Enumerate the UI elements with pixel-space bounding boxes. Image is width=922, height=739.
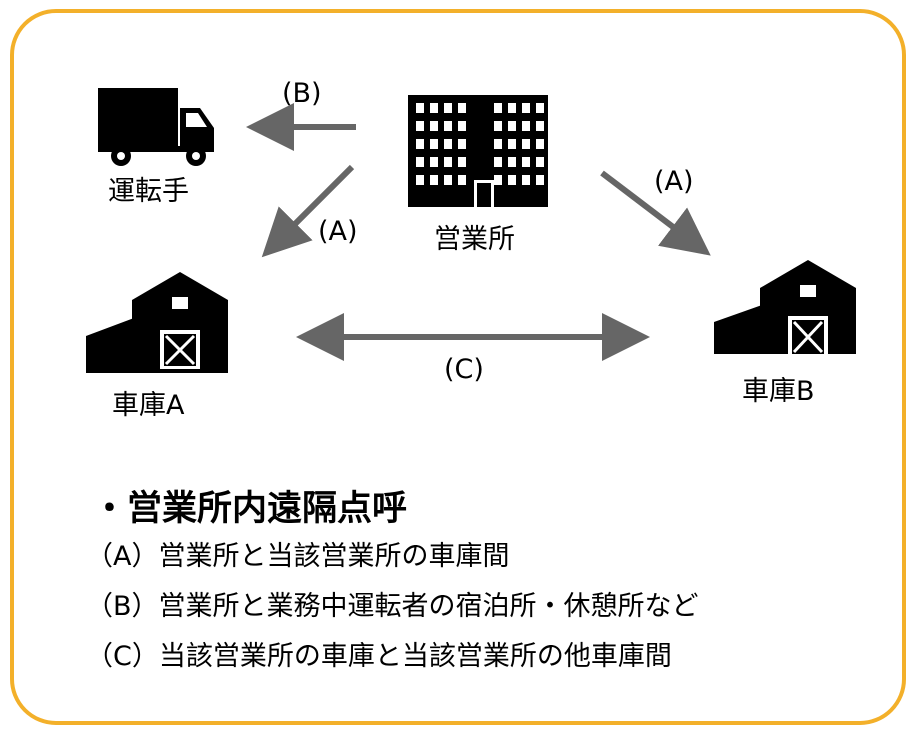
arrow-b-label: (B) bbox=[282, 78, 322, 109]
garage-b-label: 車庫B bbox=[742, 376, 815, 407]
garage-b-icon bbox=[714, 260, 856, 354]
building-icon bbox=[408, 95, 548, 207]
legend-item-b: （B）営業所と業務中運転者の宿泊所・休憩所など bbox=[86, 591, 699, 622]
driver-label: 運転手 bbox=[108, 176, 189, 207]
diagram-frame bbox=[10, 9, 906, 725]
office-label: 営業所 bbox=[434, 224, 515, 255]
garage-a-label: 車庫A bbox=[112, 390, 185, 421]
legend-item-c: （C）当該営業所の車庫と当該営業所の他車庫間 bbox=[86, 641, 672, 672]
arrow-a-right bbox=[600, 170, 711, 256]
section-heading: ・営業所内遠隔点呼 bbox=[92, 489, 408, 529]
arrow-a-left bbox=[261, 164, 355, 258]
truck-icon bbox=[98, 88, 214, 166]
arrow-c-label: (C) bbox=[444, 354, 484, 385]
legend-item-a: （A）営業所と当該営業所の車庫間 bbox=[86, 541, 510, 572]
garage-a-icon bbox=[86, 272, 228, 373]
arrow-a-right-label: (A) bbox=[654, 166, 694, 197]
arrow-a-left-label: (A) bbox=[318, 216, 358, 247]
